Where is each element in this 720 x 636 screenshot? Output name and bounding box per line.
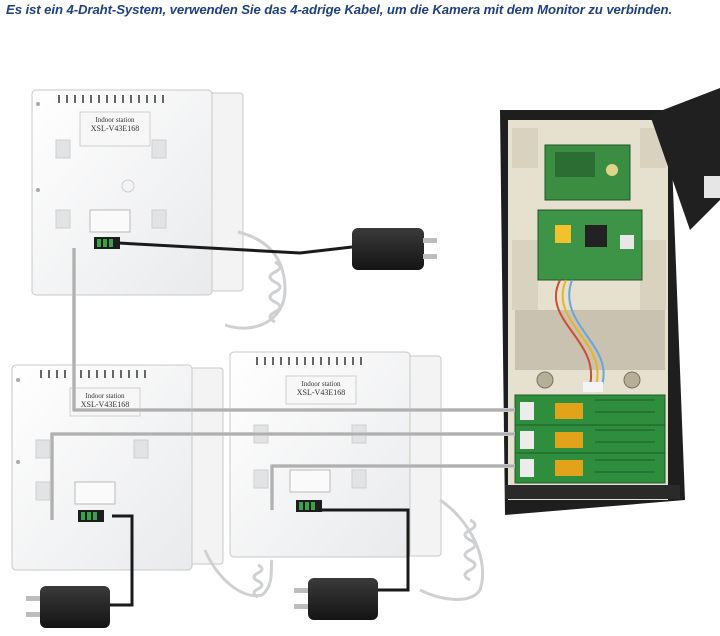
power-adapter-2 — [26, 586, 110, 628]
monitor-3-model: XSL-V43E168 — [297, 388, 345, 397]
power-adapter-1 — [352, 228, 437, 270]
indoor-monitor-2: Indoor station XSL-V43E168 — [11, 364, 224, 571]
power-adapter-3 — [294, 578, 378, 620]
indoor-monitor-1: Indoor station XSL-V43E168 — [31, 89, 244, 296]
outdoor-camera-unit — [500, 88, 720, 515]
relay-board-stack — [514, 394, 666, 484]
monitor-1-model: XSL-V43E168 — [91, 124, 139, 133]
power-cables — [108, 241, 410, 607]
indoor-monitor-3: Indoor station XSL-V43E168 — [229, 351, 442, 558]
caption-text: Es ist ein 4-Draht-System, verwenden Sie… — [6, 2, 673, 17]
monitor-1-label: Indoor station — [95, 116, 135, 124]
monitor-2-label: Indoor station — [85, 392, 125, 400]
monitor-3-label: Indoor station — [301, 380, 341, 388]
monitor-2-model: XSL-V43E168 — [81, 400, 129, 409]
handset-cords — [203, 230, 485, 601]
